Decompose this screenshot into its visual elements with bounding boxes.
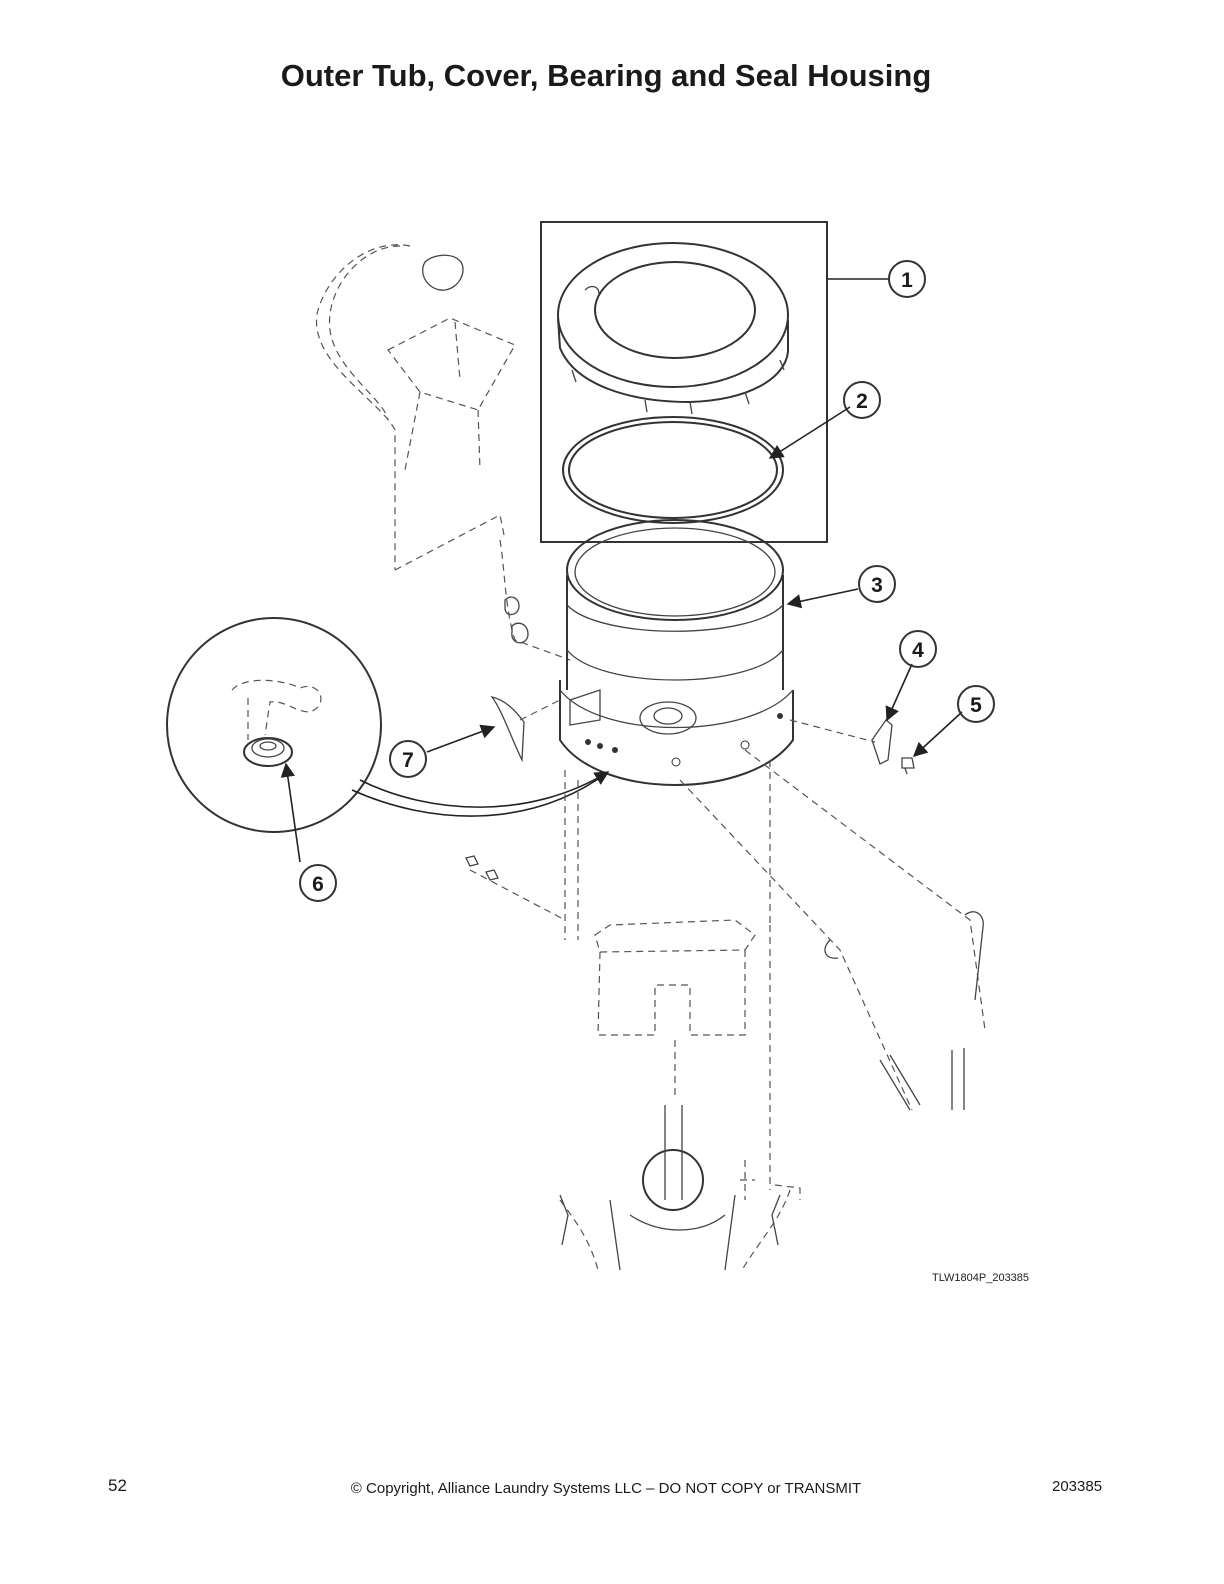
callout-4-label: 4 [912, 639, 924, 662]
drawing-id: TLW1804P_203385 [932, 1272, 1030, 1284]
page-title: Outer Tub, Cover, Bearing and Seal Housi… [280, 58, 932, 93]
tub-ring-gasket [562, 416, 784, 524]
outer-tub [559, 519, 794, 786]
bracket-screw [901, 757, 915, 775]
page-number: 52 [108, 1476, 127, 1495]
callout-1: 1 [888, 260, 926, 298]
dashed-hose-bracket [315, 244, 571, 661]
tub-cover [557, 242, 789, 415]
tub-bracket [871, 719, 893, 765]
callout-6: 6 [299, 864, 337, 902]
callout-6-label: 6 [312, 873, 324, 896]
base-assembly [559, 1105, 801, 1271]
seal-detail-circle [166, 617, 382, 833]
callout-5: 5 [957, 685, 995, 723]
copyright-notice: © Copyright, Alliance Laundry Systems LL… [350, 1480, 862, 1497]
dashed-lower-assembly [465, 749, 986, 1190]
callout-leaders [280, 278, 963, 863]
callout-2: 2 [843, 381, 881, 419]
document-number: 203385 [1052, 1478, 1103, 1495]
callout-7: 7 [389, 740, 427, 778]
callout-2-label: 2 [856, 390, 868, 413]
callout-4: 4 [899, 630, 937, 668]
callout-1-label: 1 [901, 269, 913, 292]
callout-5-label: 5 [970, 694, 982, 717]
warning-label [490, 695, 525, 763]
callout-box [540, 221, 828, 543]
callout-7-label: 7 [402, 749, 414, 772]
callout-3-label: 3 [871, 574, 883, 597]
callout-3: 3 [858, 565, 896, 603]
